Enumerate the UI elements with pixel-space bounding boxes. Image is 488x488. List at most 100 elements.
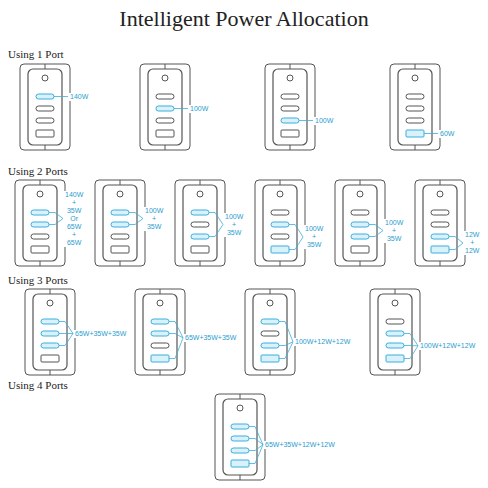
- usb-c-port: [31, 222, 49, 227]
- usb-c-port: [111, 210, 129, 215]
- leader-line: [59, 322, 73, 334]
- section-heading: Using 1 Port: [8, 48, 64, 60]
- usb-a-port: [281, 130, 299, 137]
- usb-a-port: [156, 130, 174, 137]
- usb-c-port: [151, 331, 169, 336]
- usb-a-port: [386, 355, 404, 362]
- leader-line: [279, 342, 293, 346]
- plate-seam: [360, 180, 361, 185]
- usb-c-port: [151, 319, 169, 324]
- usb-c-port: [271, 222, 289, 227]
- leader-line: [299, 120, 313, 121]
- leader-line: [404, 346, 418, 359]
- plate-seam: [50, 370, 51, 375]
- usb-c-port: [431, 234, 449, 239]
- wall-plate: [140, 64, 190, 150]
- leader-line: [249, 427, 263, 445]
- usb-c-port: [351, 222, 369, 227]
- plate-seam: [240, 475, 241, 480]
- wall-plate: [20, 64, 70, 150]
- leader-line: [449, 237, 463, 244]
- usb-c-port: [36, 118, 54, 123]
- usb-c-port: [386, 319, 404, 324]
- section-heading: Using 3 Ports: [8, 274, 68, 286]
- usb-c-port: [231, 424, 249, 429]
- usb-c-port: [151, 343, 169, 348]
- usb-a-port: [351, 246, 369, 253]
- indicator-light: [392, 300, 398, 306]
- plate-seam: [165, 64, 166, 69]
- plate-seam: [50, 289, 51, 294]
- leader-line: [424, 133, 438, 134]
- power-label: 100W+12W+12W: [419, 342, 476, 350]
- section-heading: Using 4 Ports: [8, 379, 68, 391]
- leader-line: [449, 243, 463, 250]
- plate-seam: [270, 289, 271, 294]
- leader-line: [169, 338, 183, 359]
- leader-line: [54, 96, 68, 97]
- power-label: 100W + 35W: [224, 213, 244, 237]
- usb-a-port: [31, 246, 49, 253]
- section-heading: Using 2 Ports: [8, 165, 68, 177]
- wall-plate: [335, 180, 385, 266]
- usb-a-port: [431, 246, 449, 253]
- power-label: 140W + 35W Or 65W + 65W: [64, 191, 84, 247]
- usb-c-port: [36, 106, 54, 111]
- plate-seam: [165, 145, 166, 150]
- leader-line: [289, 237, 303, 250]
- charger-body: [273, 69, 307, 145]
- power-label: 65W+35W+12W+12W: [264, 441, 336, 449]
- indicator-light: [277, 191, 283, 197]
- indicator-light: [437, 191, 443, 197]
- wall-plate: [215, 394, 265, 480]
- indicator-light: [412, 75, 418, 81]
- usb-c-port: [156, 106, 174, 111]
- usb-c-port: [351, 234, 369, 239]
- wall-plate: [175, 180, 225, 266]
- usb-c-port: [31, 234, 49, 239]
- leader-line: [169, 334, 183, 338]
- indicator-light: [157, 300, 163, 306]
- plate-seam: [200, 261, 201, 266]
- power-label: 140W: [69, 93, 89, 101]
- power-label: 100W + 35W: [384, 219, 404, 243]
- indicator-light: [267, 300, 273, 306]
- usb-c-port: [261, 319, 279, 324]
- plate-seam: [415, 145, 416, 150]
- leader-line: [59, 334, 73, 346]
- power-label: 100W + 35W: [144, 207, 164, 231]
- usb-c-port: [41, 343, 59, 348]
- usb-c-port: [31, 210, 49, 215]
- plate-seam: [40, 180, 41, 185]
- charger-body: [28, 69, 62, 145]
- leader-line: [369, 231, 383, 237]
- usb-c-port: [281, 106, 299, 111]
- usb-a-port: [261, 355, 279, 362]
- usb-c-port: [281, 94, 299, 99]
- usb-c-port: [386, 343, 404, 348]
- wall-plate: [245, 289, 295, 375]
- plate-seam: [240, 394, 241, 399]
- power-label: 100W: [314, 117, 334, 125]
- usb-c-port: [271, 210, 289, 215]
- wall-plate: [370, 289, 420, 375]
- indicator-light: [47, 300, 53, 306]
- indicator-light: [237, 405, 243, 411]
- usb-a-port: [41, 355, 59, 362]
- usb-c-port: [36, 94, 54, 99]
- usb-a-port: [271, 246, 289, 253]
- wall-plate: [135, 289, 185, 375]
- plate-seam: [280, 180, 281, 185]
- power-label: 100W+12W+12W: [294, 338, 351, 346]
- usb-c-port: [156, 118, 174, 123]
- plate-seam: [160, 370, 161, 375]
- plate-seam: [290, 145, 291, 150]
- usb-c-port: [191, 210, 209, 215]
- wall-plate: [25, 289, 75, 375]
- leader-line: [279, 322, 293, 342]
- indicator-light: [357, 191, 363, 197]
- leader-line: [49, 213, 63, 219]
- usb-c-port: [111, 222, 129, 227]
- usb-c-port: [41, 319, 59, 324]
